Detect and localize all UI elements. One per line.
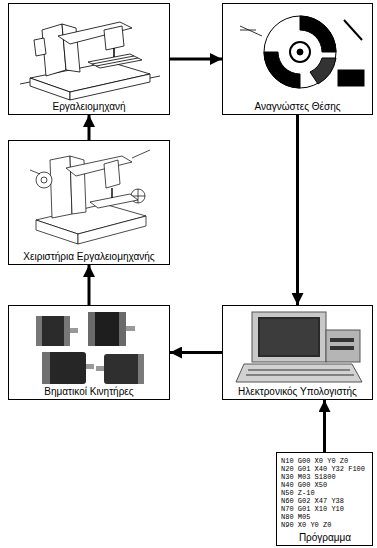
program-line: N80 M05 <box>281 513 369 521</box>
machine-controls-sketch <box>30 150 150 244</box>
computer-picture <box>236 312 362 382</box>
flow-arrow <box>323 400 326 452</box>
box-caption: Ηλεκτρονικός Υπολογιστής <box>226 386 369 398</box>
box-caption: Χειριστήρια Εργαλειομηχανής <box>12 251 166 263</box>
machine-box: Εργαλειομηχανή <box>8 3 170 115</box>
program-line: N90 X0 Y0 Z0 <box>281 521 369 529</box>
program-line: N40 G00 X50 <box>281 481 369 489</box>
stepper-motors-picture <box>36 312 144 384</box>
flow-arrow <box>88 115 91 140</box>
reader-box: Αναγνώστες Θέσης <box>222 3 373 115</box>
box-caption: Πρόγραμμα <box>281 532 369 544</box>
motors-box: Βηματικοί Κινητήρες <box>8 305 170 400</box>
program-line: N50 Z-10 <box>281 489 369 497</box>
program-line: N20 G01 X40 Y32 F100 <box>281 465 369 473</box>
flow-arrow <box>88 265 91 305</box>
position-reader-sketch <box>240 16 364 88</box>
flow-arrow <box>170 351 222 354</box>
box-caption: Αναγνώστες Θέσης <box>226 101 369 113</box>
flow-arrow <box>296 115 299 305</box>
machine-tool-sketch <box>20 22 160 100</box>
program-line: N60 G02 X47 Y38 <box>281 497 369 505</box>
program-line: N70 G01 X10 Y10 <box>281 505 369 513</box>
program-line: N10 G00 X0 Y0 Z0 <box>281 457 369 465</box>
flow-arrow <box>170 58 222 61</box>
program-line: N30 M03 S1800 <box>281 473 369 481</box>
controls-box: Χειριστήρια Εργαλειομηχανής <box>8 140 170 265</box>
program-box: N10 G00 X0 Y0 Z0N20 G01 X40 Y32 F100N30 … <box>276 452 373 546</box>
computer-box: Ηλεκτρονικός Υπολογιστής <box>222 305 373 400</box>
box-caption: Εργαλειομηχανή <box>12 101 166 113</box>
box-caption: Βηματικοί Κινητήρες <box>12 386 166 398</box>
